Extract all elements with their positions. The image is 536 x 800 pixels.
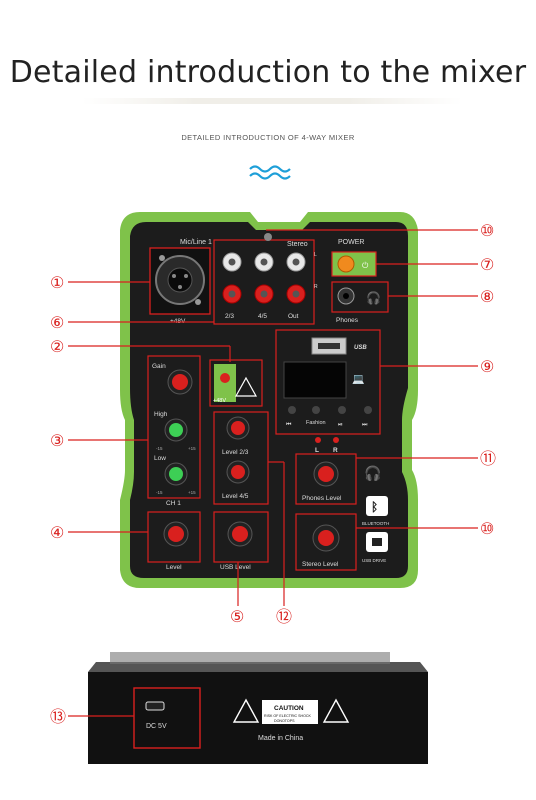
phantom-switch-label: +48V	[213, 398, 226, 404]
phantom-switch-callout-box	[209, 359, 263, 407]
dc-callout-box	[133, 687, 201, 749]
callout-4: ④	[50, 525, 64, 542]
bluetooth-label: BLUETOOTH	[362, 521, 389, 526]
rca-label-out: Out	[288, 313, 299, 320]
bluetooth-icon	[366, 496, 388, 516]
channel-l-label: L	[314, 252, 317, 258]
screw-icon	[264, 233, 272, 241]
callout-7: ⑦	[480, 257, 494, 274]
callout-9: ⑨	[480, 359, 494, 376]
ch1-label: CH 1	[166, 500, 181, 507]
led-l-label: L	[315, 447, 319, 454]
line-level-callout-box	[213, 411, 269, 505]
mic-line-label: Mic/Line 1	[180, 239, 212, 246]
usb-player-callout-box	[275, 329, 381, 435]
caution-line1: RISK OF ELECTRIC SHOCK	[264, 714, 312, 718]
callout-10: ⑩	[480, 223, 494, 240]
rear-top-edge	[88, 662, 428, 672]
next-icon: ⏭	[362, 421, 368, 428]
rca-jacks-white[interactable]	[222, 252, 306, 272]
rca-label-45: 4/5	[258, 313, 267, 320]
caution-line2: DONOTOPS	[274, 719, 295, 723]
rear-knobs-silhouette	[110, 652, 390, 664]
play-pause-icon: ⏯	[338, 421, 343, 428]
prev-icon: ⏮	[286, 421, 292, 428]
caution-title: CAUTION	[274, 705, 304, 712]
headset-icon: 🎧	[364, 465, 381, 482]
player-buttons[interactable]	[288, 406, 372, 414]
stereo-label: Stereo	[287, 241, 308, 248]
high-label: High	[154, 411, 168, 418]
warning-left-icon	[232, 698, 260, 723]
callout-10b: ⑩	[480, 521, 494, 538]
gain-label: Gain	[152, 363, 166, 370]
usb-drive-label: USB DRIVE	[362, 558, 386, 563]
phones-callout-box	[331, 281, 389, 313]
rca-jacks-red[interactable]	[222, 284, 306, 304]
dc-port[interactable]	[145, 701, 165, 711]
callout-8: ⑧	[480, 289, 494, 306]
level-label: Level	[166, 564, 182, 571]
high-scale-min: -15	[156, 446, 163, 451]
ch1-eq-callout-box	[147, 355, 201, 499]
low-scale-min: -15	[156, 490, 163, 495]
led-left	[315, 437, 321, 443]
phones-label: Phones	[336, 317, 359, 324]
low-scale-max: +15	[188, 490, 196, 495]
rear-panel	[88, 672, 428, 764]
led-r-label: R	[333, 447, 338, 454]
page-subtitle: DETAILED INTRODUCTION OF 4-WAY MIXER	[181, 133, 355, 142]
channel-r-label: R	[314, 284, 318, 290]
usb-label: USB	[354, 345, 367, 351]
usb-level-label: USB Level	[220, 564, 251, 571]
power-icon: ⏻	[362, 261, 369, 270]
caution-box	[262, 700, 318, 724]
rca-callout-box	[213, 239, 315, 325]
power-label: POWER	[338, 239, 364, 246]
stereo-level-callout-box	[295, 513, 357, 571]
led-right	[333, 437, 339, 443]
page-title: Detailed introduction to the mixer	[9, 55, 527, 90]
level-45-label: Level 4/5	[222, 493, 249, 500]
callout-11: ⑪	[480, 450, 496, 468]
laptop-icon: 💻	[352, 374, 365, 385]
waves-icon	[249, 165, 291, 180]
made-in-label: Made in China	[258, 735, 303, 742]
callout-5: ⑤	[230, 609, 244, 626]
stereo-level-label: Stereo Level	[302, 561, 339, 568]
callout-3: ③	[50, 433, 64, 450]
callout-13: ⑬	[50, 708, 66, 726]
display-screen	[283, 361, 347, 399]
svg-text:ᛒ: ᛒ	[371, 500, 378, 514]
callout-12: ⑫	[276, 608, 292, 626]
usb-level-callout-box	[213, 511, 269, 563]
callout-1: ①	[50, 275, 64, 292]
warning-right-icon	[322, 698, 350, 723]
phones-level-callout-box	[295, 453, 357, 505]
callout-lines	[68, 229, 478, 606]
level-23-label: Level 2/3	[222, 449, 249, 456]
title-underline	[82, 98, 462, 104]
warning-icon	[234, 376, 258, 397]
high-scale-max: +15	[188, 446, 196, 451]
level-callout-box	[147, 511, 201, 563]
rca-label-23: 2/3	[225, 313, 234, 320]
headphones-icon: 🎧	[366, 291, 381, 305]
callout-2: ②	[50, 339, 64, 356]
low-label: Low	[154, 455, 166, 462]
phones-level-label: Phones Level	[302, 495, 342, 502]
fashion-label: Fashion	[306, 420, 326, 426]
callout-6: ⑥	[50, 315, 64, 332]
dc-label: DC 5V	[146, 723, 167, 730]
